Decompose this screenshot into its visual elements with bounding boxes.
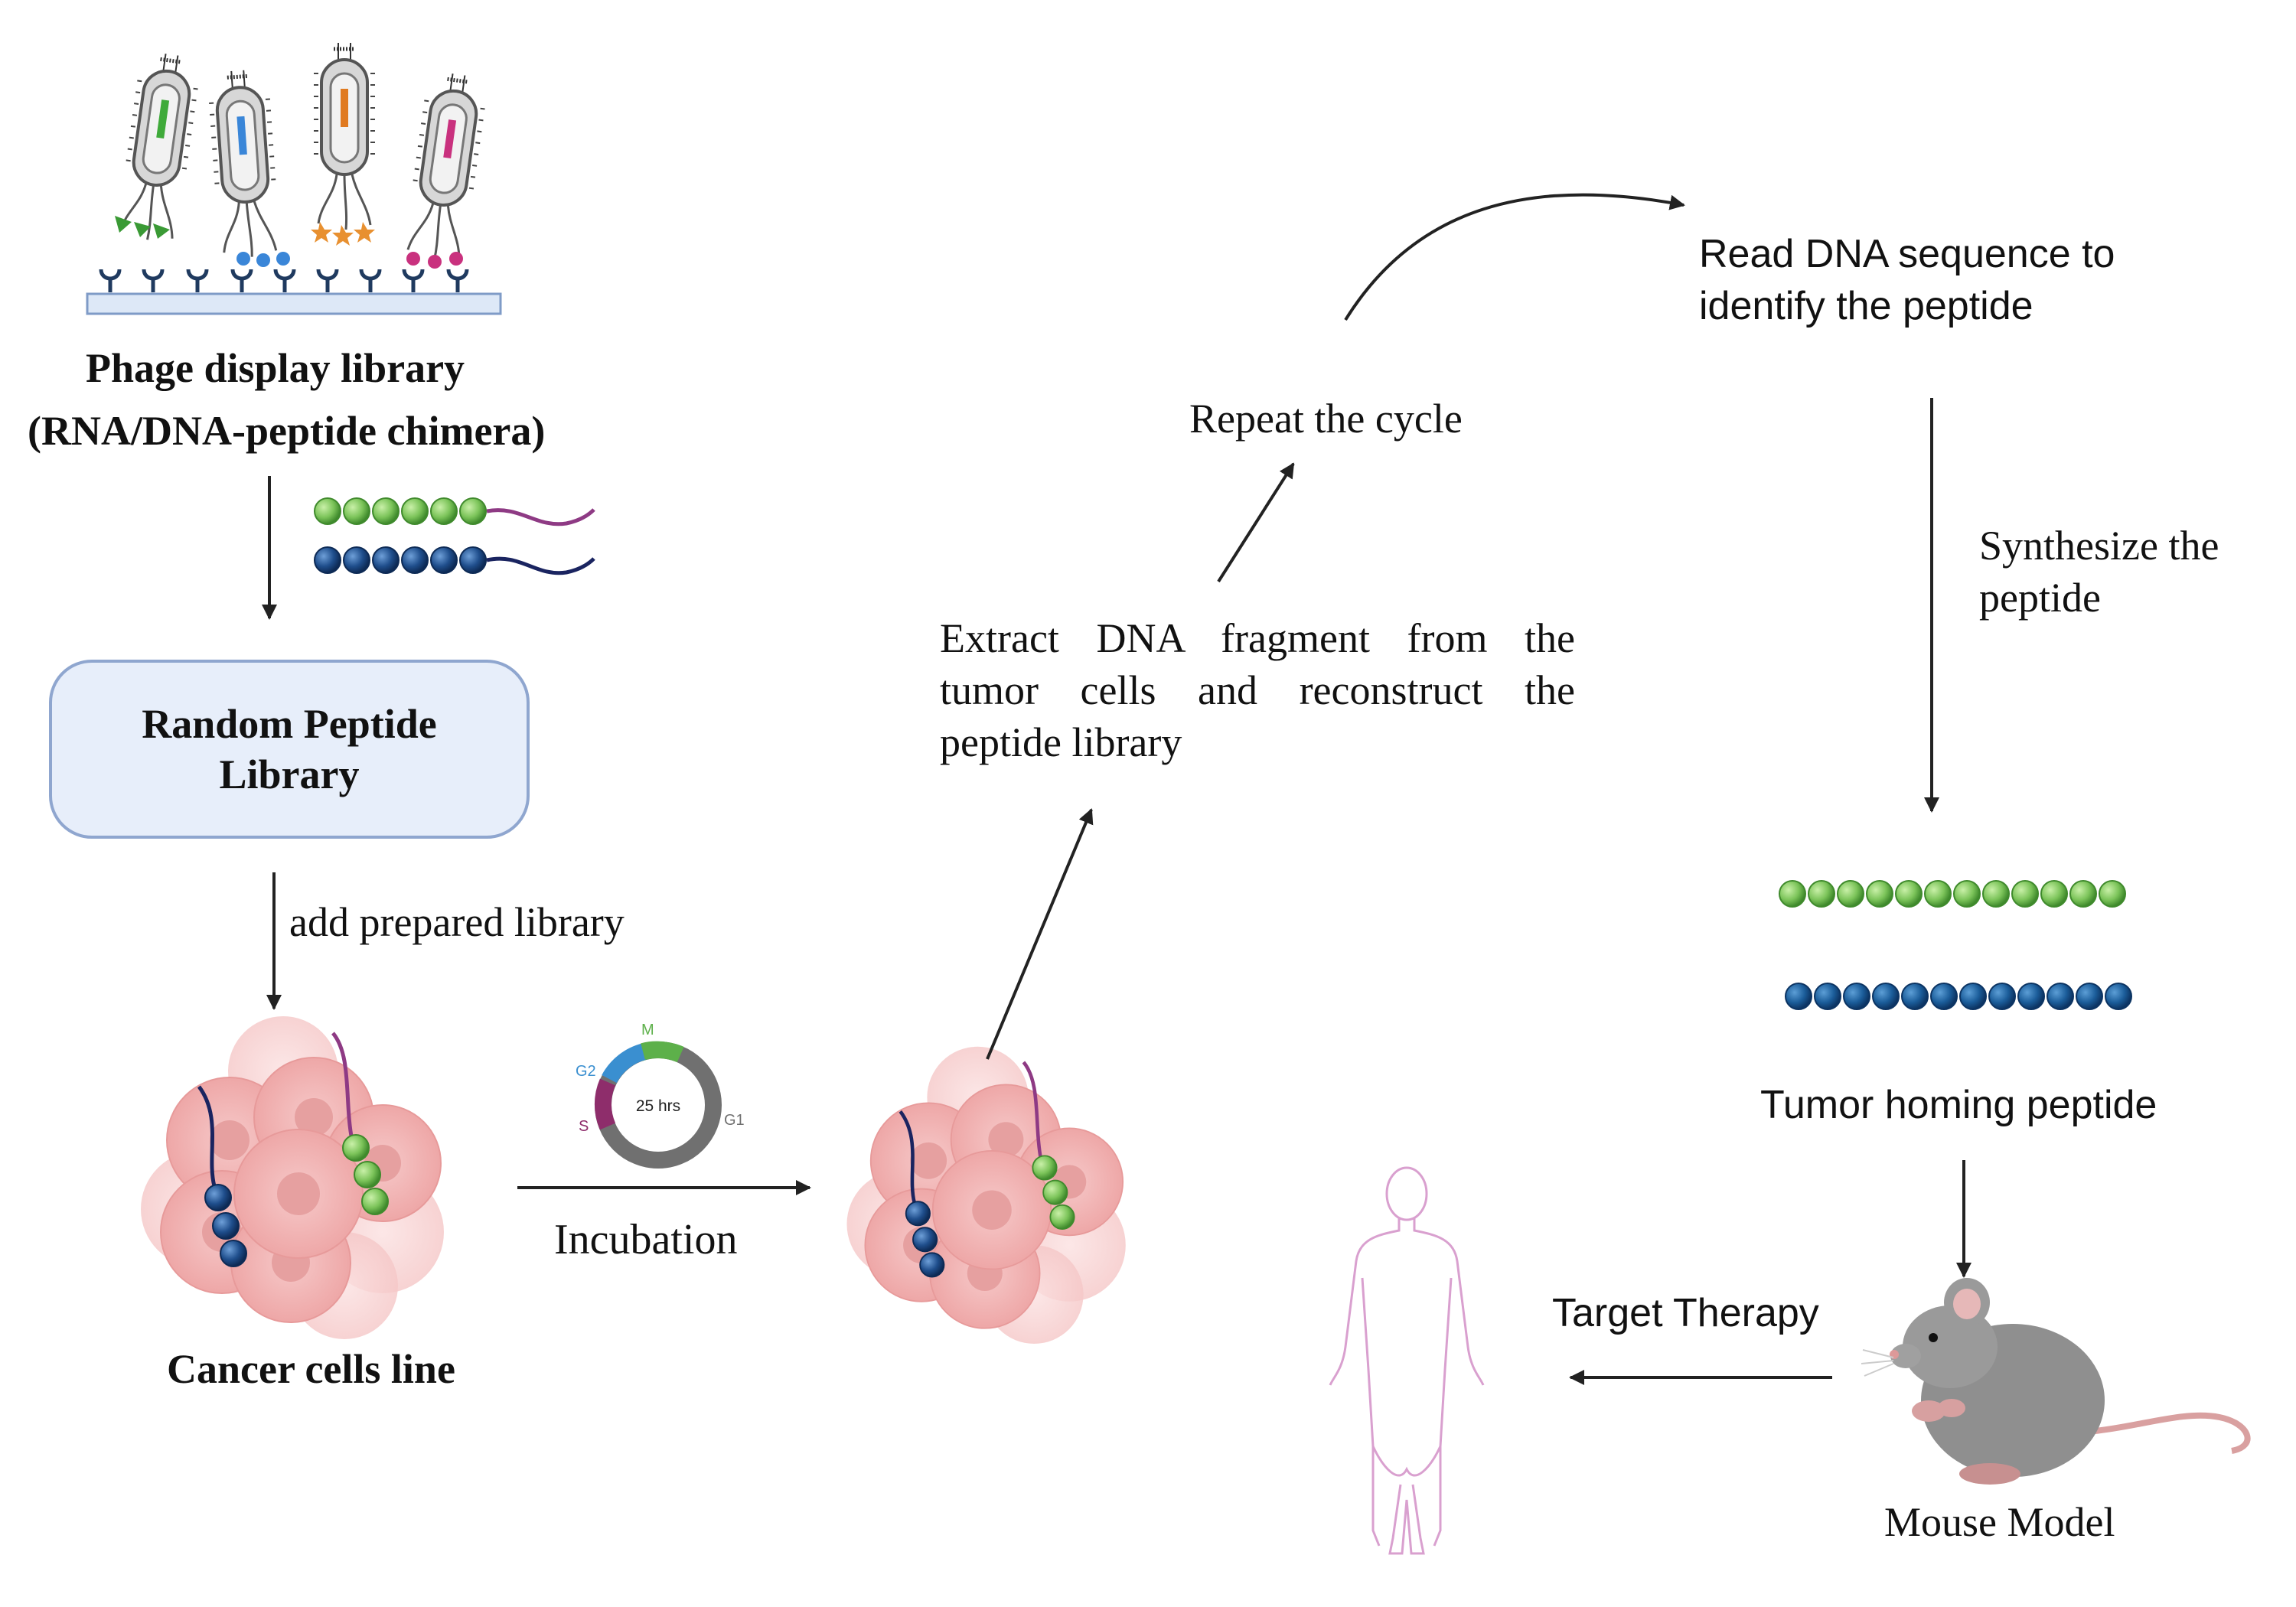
library-box-line2: Library (219, 751, 360, 797)
mouse-icon (1861, 1278, 2251, 1485)
read-dna-line1: Read DNA sequence to (1699, 232, 2115, 276)
tumor-homing-peptide-chains (1779, 880, 2132, 1010)
mouse-model-label: Mouse Model (1884, 1499, 2115, 1545)
synthesize-line1: Synthesize the (1979, 523, 2219, 569)
cancer-cell-cluster-icon (141, 1016, 444, 1339)
bacteriophage-icon (403, 70, 489, 264)
arrow-repeat-to-read (1344, 193, 1685, 321)
tumor-homing-label: Tumor homing peptide (1760, 1083, 2157, 1127)
phage-title-line2: (RNA/DNA-peptide chimera) (28, 408, 546, 454)
phage-display-illustration (86, 43, 502, 315)
repeat-cycle-label: Repeat the cycle (1189, 396, 1463, 442)
phase-label-g1: G1 (724, 1112, 745, 1129)
add-library-label: add prepared library (289, 899, 625, 945)
phage-title-line1: Phage display library (86, 345, 465, 391)
library-box-line1: Random Peptide (142, 701, 437, 747)
phase-label-g2: G2 (576, 1063, 596, 1080)
human-body-icon (1329, 1166, 1485, 1555)
bacteriophage-icon (207, 69, 281, 259)
bacteriophage-icon (116, 51, 202, 244)
peptide-chain-icon (314, 497, 595, 575)
phase-label-m: M (641, 1022, 654, 1038)
random-peptide-library-box: Random Peptide Library (49, 660, 530, 839)
cancer-cell-cluster-icon (846, 1046, 1126, 1344)
incubation-label: Incubation (554, 1216, 738, 1263)
synthesize-line2: peptide (1979, 575, 2101, 621)
arrow-cells-to-extract (986, 808, 1094, 1060)
arrow-extract-to-repeat (1217, 462, 1295, 583)
bacteriophage-icon (314, 43, 375, 230)
extract-dna-label: Extract DNA fragment from the tumor cell… (940, 615, 1575, 765)
cell-cycle-center-label: 25 hrs (636, 1097, 680, 1115)
target-therapy-label: Target Therapy (1552, 1291, 1819, 1335)
cell-cycle-icon: 25 hrs M G2 S G1 (576, 1022, 745, 1169)
cancer-cells-label: Cancer cells line (167, 1346, 455, 1392)
read-dna-line2: identify the peptide (1699, 284, 2033, 328)
receptor-row (101, 269, 467, 292)
phase-label-s: S (579, 1118, 589, 1135)
green-ligand (115, 216, 170, 239)
